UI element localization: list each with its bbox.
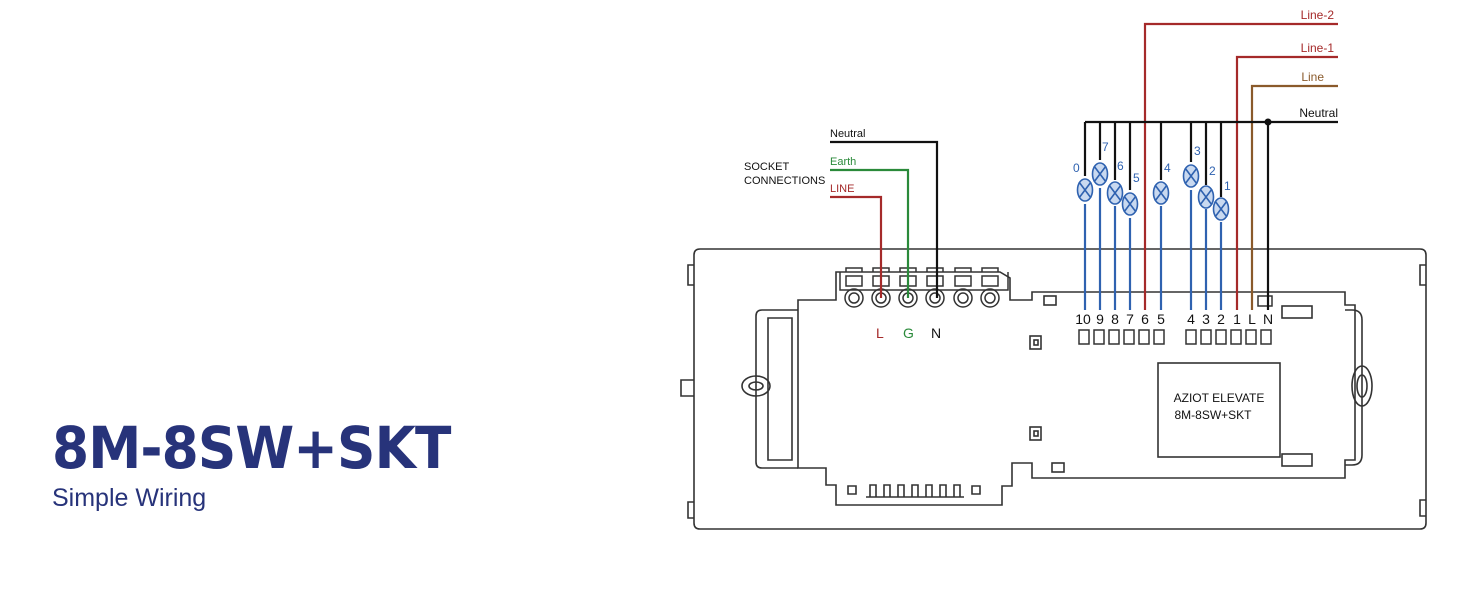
socket-labels: SOCKET CONNECTIONS Neutral Earth LINE xyxy=(744,128,865,195)
lamp-2-icon xyxy=(1197,185,1215,209)
lamp-5-icon xyxy=(1121,192,1139,216)
title-block: 8M-8SW+SKT Simple Wiring xyxy=(52,418,485,513)
terminal-label: 10 xyxy=(1075,311,1091,327)
lamp-numbers: 0 7 6 5 4 3 2 1 xyxy=(1073,140,1231,193)
line2-label: Line-2 xyxy=(1301,8,1335,22)
socket-earth-label: Earth xyxy=(830,156,856,168)
socket-terminal-l: L xyxy=(876,325,884,341)
socket-terminal-labels: L G N xyxy=(876,325,941,341)
lamp-number: 7 xyxy=(1102,140,1109,154)
product-subtitle: Simple Wiring xyxy=(52,484,207,512)
socket-earth-wire xyxy=(830,168,910,298)
device-label-line2: 8M-8SW+SKT xyxy=(1174,408,1252,422)
socket-heading: CONNECTIONS xyxy=(744,175,825,187)
device-back-panel xyxy=(680,248,1427,530)
lamp-number: 5 xyxy=(1133,171,1140,185)
socket-line-label: LINE xyxy=(830,183,854,195)
socket-heading: SOCKET xyxy=(744,161,790,173)
terminal-label: 6 xyxy=(1141,311,1149,327)
socket-terminal-g: G xyxy=(903,325,914,341)
line2-wire xyxy=(1143,22,1338,310)
terminal-label: 9 xyxy=(1096,311,1104,327)
load-lamps xyxy=(1076,162,1230,221)
device-label-line1: AZIOT ELEVATE xyxy=(1174,391,1265,405)
line-label: Line xyxy=(1301,70,1324,84)
lamp-number: 0 xyxy=(1073,161,1080,175)
device-label: AZIOT ELEVATE 8M-8SW+SKT xyxy=(1174,391,1265,422)
lamp-number: 2 xyxy=(1209,164,1216,178)
lamp-number: 3 xyxy=(1194,144,1201,158)
terminal-label: L xyxy=(1248,311,1256,327)
socket-neutral-wire xyxy=(830,140,939,298)
socket-line-wire xyxy=(830,195,883,298)
terminal-label: 4 xyxy=(1187,311,1195,327)
terminal-label: 3 xyxy=(1202,311,1210,327)
lamp-number: 1 xyxy=(1224,179,1231,193)
neutral-junction xyxy=(1264,118,1272,126)
socket-terminal-block xyxy=(839,267,1009,308)
terminal-label: 1 xyxy=(1233,311,1241,327)
mains-labels: Line-2 Line-1 Line Neutral xyxy=(1299,8,1338,120)
terminal-labels: 10 9 8 7 6 5 4 3 2 1 L N xyxy=(1075,311,1273,327)
wiring-diagram: 0 7 6 5 4 3 2 1 SOCKET CONNECTIONS Neutr… xyxy=(680,8,1427,530)
terminal-label: 2 xyxy=(1217,311,1225,327)
terminal-label: 5 xyxy=(1157,311,1165,327)
lamp-7-icon xyxy=(1091,162,1109,186)
line1-label: Line-1 xyxy=(1301,41,1335,55)
lamp-1-icon xyxy=(1212,197,1230,221)
lamp-number: 4 xyxy=(1164,161,1171,175)
lamp-6-icon xyxy=(1106,181,1124,205)
product-title: 8M-8SW+SKT xyxy=(52,414,451,482)
lamp-number: 6 xyxy=(1117,159,1124,173)
lamp-4-icon xyxy=(1152,181,1170,205)
socket-terminal-n: N xyxy=(931,325,941,341)
neutral-label: Neutral xyxy=(1299,106,1338,120)
socket-wires xyxy=(830,140,939,298)
switch-terminal-block xyxy=(1078,295,1273,345)
terminal-label: 8 xyxy=(1111,311,1119,327)
neutral-wire xyxy=(1266,120,1338,310)
terminal-label: 7 xyxy=(1126,311,1134,327)
load-wires xyxy=(1083,122,1223,310)
terminal-label: N xyxy=(1263,311,1273,327)
lamp-0-icon xyxy=(1076,178,1094,202)
socket-neutral-label: Neutral xyxy=(830,128,865,140)
line-wire xyxy=(1250,84,1338,310)
lamp-3-icon xyxy=(1182,164,1200,188)
line1-wire xyxy=(1235,55,1338,310)
